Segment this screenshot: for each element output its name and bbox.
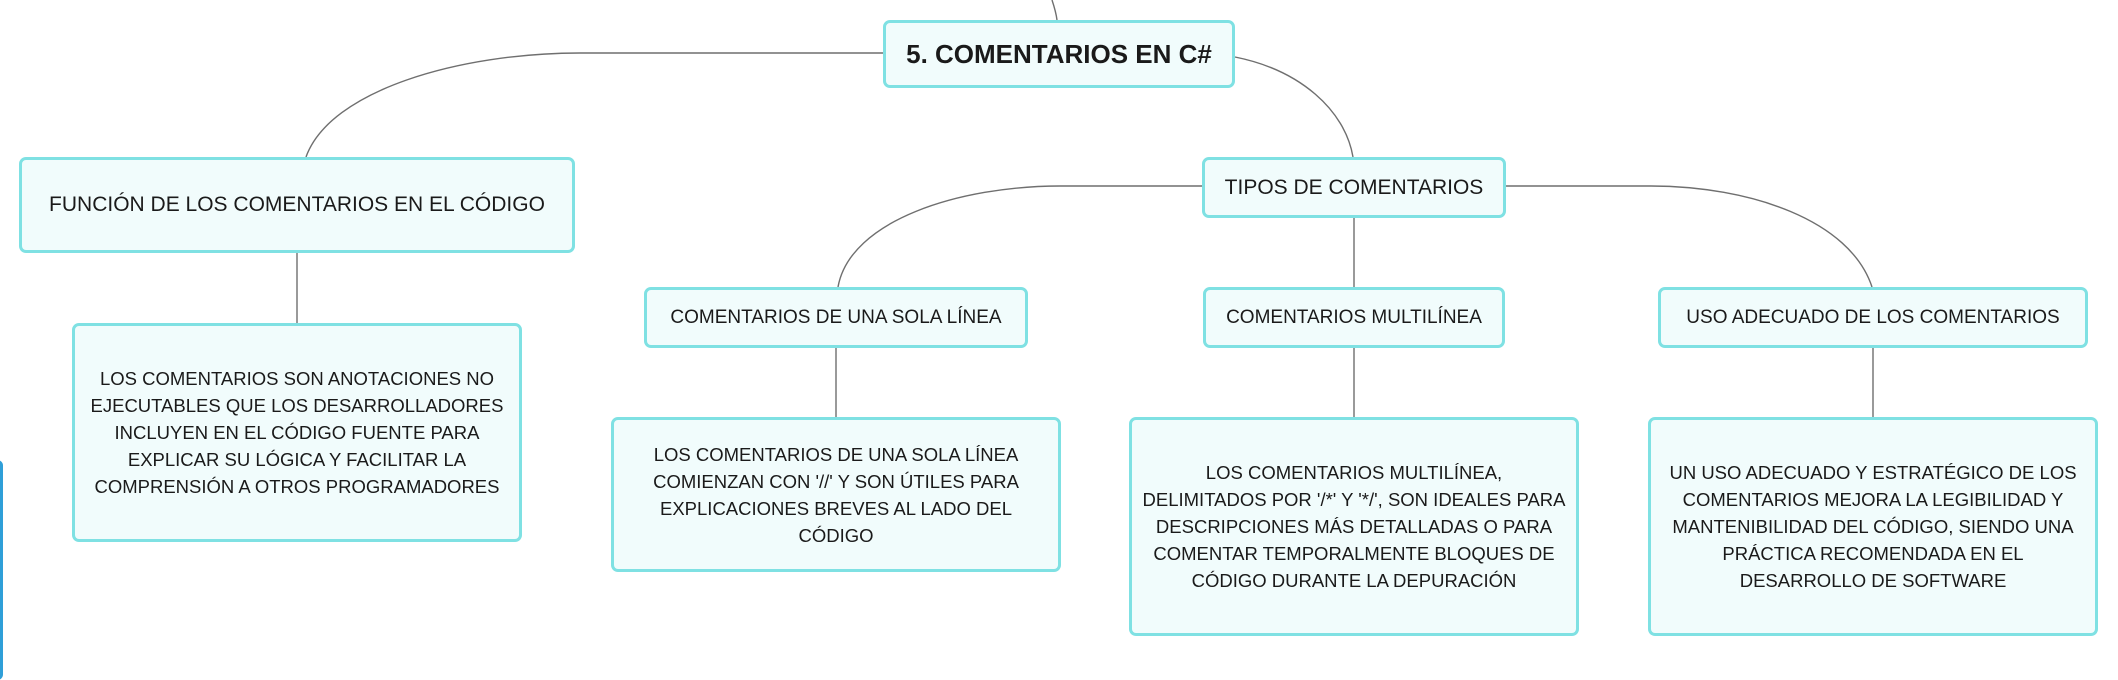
connector-tipos-to-sola <box>837 185 1202 288</box>
connector-parent-to-root <box>1051 0 1058 21</box>
description-text: LOS COMENTARIOS MULTILÍNEA, DELIMITADOS … <box>1142 462 1566 591</box>
subtopic-label: COMENTARIOS DE UNA SOLA LÍNEA <box>670 306 1002 328</box>
description-text: LOS COMENTARIOS DE UNA SOLA LÍNEA COMIEN… <box>653 443 1019 546</box>
subtopic-label: USO ADECUADO DE LOS COMENTARIOS <box>1686 306 2060 328</box>
root-node-label: 5. COMENTARIOS EN C# <box>906 38 1212 69</box>
description-text: UN USO ADECUADO Y ESTRATÉGICO DE LOS COM… <box>1669 462 2077 591</box>
root-node[interactable]: 5. COMENTARIOS EN C# <box>883 20 1235 88</box>
offscreen-node-edge <box>0 460 3 680</box>
subtopic-comentarios-una-linea[interactable]: COMENTARIOS DE UNA SOLA LÍNEA <box>644 287 1028 348</box>
connector-tipos-to-uso <box>1505 185 1873 288</box>
subtopic-comentarios-multilinea[interactable]: COMENTARIOS MULTILÍNEA <box>1203 287 1505 348</box>
topic-funcion-comentarios[interactable]: FUNCIÓN DE LOS COMENTARIOS EN EL CÓDIGO <box>19 157 575 253</box>
description-una-linea[interactable]: LOS COMENTARIOS DE UNA SOLA LÍNEA COMIEN… <box>611 417 1061 572</box>
description-funcion-comentarios[interactable]: LOS COMENTARIOS SON ANOTACIONES NO EJECU… <box>72 323 522 542</box>
subtopic-uso-adecuado[interactable]: USO ADECUADO DE LOS COMENTARIOS <box>1658 287 2088 348</box>
connector-root-to-funcion <box>305 52 883 158</box>
connector-lines <box>296 0 1874 417</box>
description-multilinea[interactable]: LOS COMENTARIOS MULTILÍNEA, DELIMITADOS … <box>1129 417 1579 636</box>
connector-root-to-tipos <box>1234 56 1354 158</box>
description-uso-adecuado[interactable]: UN USO ADECUADO Y ESTRATÉGICO DE LOS COM… <box>1648 417 2098 636</box>
topic-tipos-comentarios[interactable]: TIPOS DE COMENTARIOS <box>1202 157 1506 218</box>
subtopic-label: COMENTARIOS MULTILÍNEA <box>1226 306 1482 328</box>
topic-label: FUNCIÓN DE LOS COMENTARIOS EN EL CÓDIGO <box>49 193 545 216</box>
description-text: LOS COMENTARIOS SON ANOTACIONES NO EJECU… <box>90 368 504 497</box>
topic-label: TIPOS DE COMENTARIOS <box>1224 175 1484 199</box>
